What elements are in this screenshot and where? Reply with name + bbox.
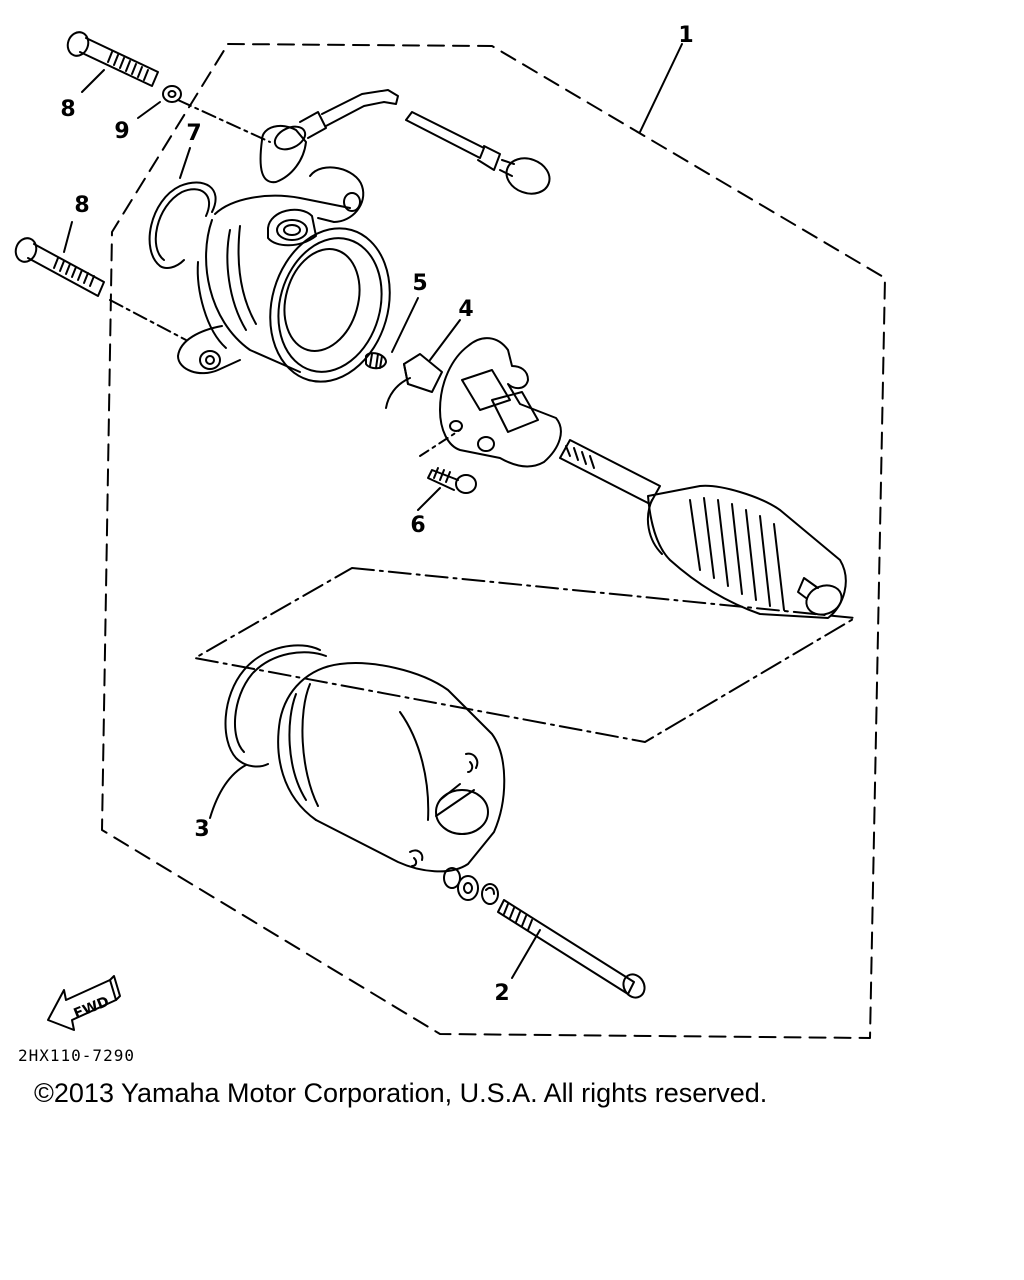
washers — [444, 868, 498, 904]
alignment-line-left — [110, 300, 186, 340]
diagram-code: 2HX110-7290 — [18, 1046, 135, 1065]
callout-2: 2 — [494, 981, 510, 1006]
callout-5: 5 — [412, 271, 428, 296]
washer-9 — [163, 86, 181, 102]
armature-boundary — [195, 568, 855, 742]
leader-line-7 — [180, 148, 190, 178]
alignment-line-top — [178, 100, 270, 142]
bolt-8-top — [64, 29, 158, 86]
callout-7: 7 — [186, 121, 202, 146]
front-housing — [178, 167, 407, 396]
bolt-8-left — [12, 235, 104, 296]
screw-6 — [428, 468, 476, 493]
callout-4: 4 — [458, 297, 474, 322]
lead-cap — [261, 90, 398, 182]
brush-plate — [440, 338, 561, 466]
through-bolt-2 — [498, 900, 649, 1001]
fwd-label: FWD — [72, 994, 112, 1023]
armature — [560, 440, 846, 619]
alignment-line-bottom — [420, 430, 460, 456]
assembly-boundary — [102, 44, 885, 1038]
leader-line-8b — [64, 222, 72, 252]
leader-line-4 — [430, 320, 460, 360]
lead-terminal — [406, 112, 554, 199]
callout-1: 1 — [678, 23, 694, 48]
leader-line-8a — [82, 70, 104, 92]
copyright-notice: ©2013 Yamaha Motor Corporation, U.S.A. A… — [34, 1078, 768, 1108]
fwd-arrow-icon — [48, 976, 120, 1030]
leader-line-9 — [138, 102, 160, 118]
o-ring-3 — [226, 645, 326, 766]
leader-line-1 — [640, 44, 682, 132]
callout-6: 6 — [410, 513, 426, 538]
leader-line-3 — [210, 765, 246, 818]
callout-9: 9 — [114, 119, 130, 144]
callout-8-left: 8 — [74, 193, 90, 218]
callout-3: 3 — [194, 817, 210, 842]
brush-4 — [386, 354, 442, 408]
leader-line-6 — [418, 488, 440, 510]
o-ring-7 — [150, 182, 216, 268]
brush-spring-5 — [366, 353, 386, 368]
leader-line-2 — [512, 930, 540, 978]
yoke — [278, 663, 504, 871]
leader-line-5 — [392, 298, 418, 352]
callout-8-top: 8 — [60, 97, 76, 122]
